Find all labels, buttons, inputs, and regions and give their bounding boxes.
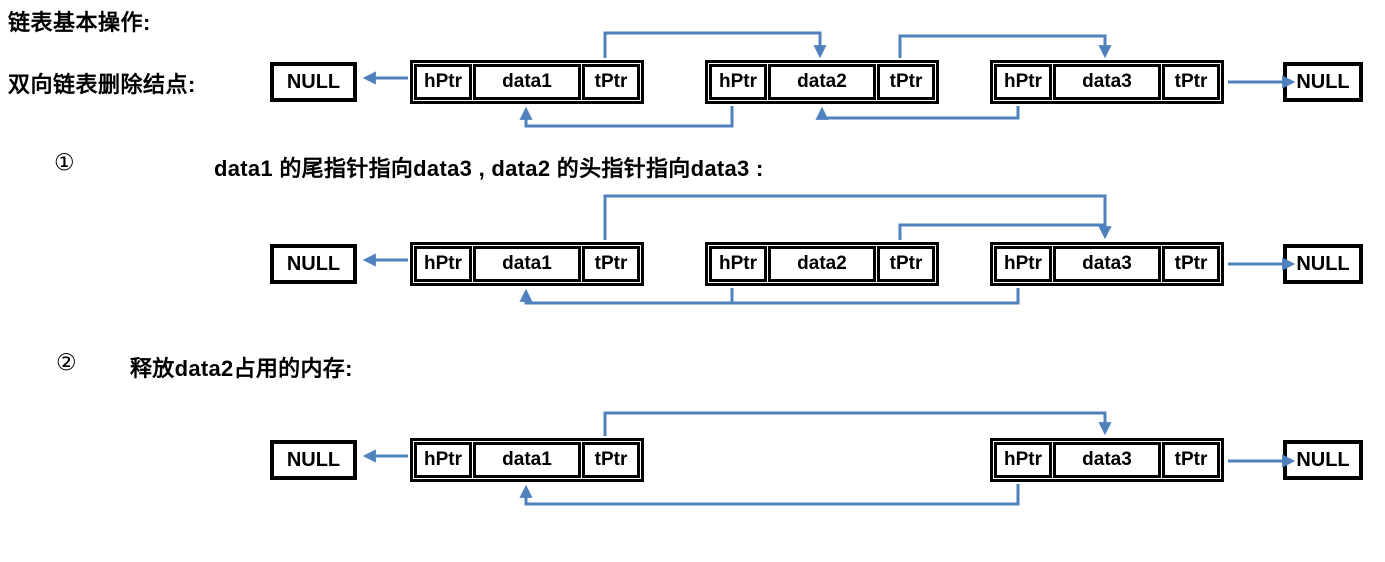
list-node-data3: hPtr data3 tPtr bbox=[990, 242, 1224, 286]
step-2-text: 释放data2占用的内存: bbox=[130, 356, 353, 381]
list-node-data1: hPtr data1 tPtr bbox=[410, 242, 644, 286]
null-box-left: NULL bbox=[270, 440, 357, 480]
arrow-r1-hptr2-to-data1 bbox=[519, 106, 734, 128]
node-cell-hptr: hPtr bbox=[709, 64, 767, 100]
arrow-r3-hptr3-to-data1 bbox=[519, 484, 1020, 506]
list-node-data1: hPtr data1 tPtr bbox=[410, 60, 644, 104]
arrow-r1-tptr1-to-data2 bbox=[603, 31, 827, 59]
page-title: 链表基本操作: bbox=[8, 10, 151, 35]
null-box-left: NULL bbox=[270, 244, 357, 284]
arrow-r2-tptr2-join-data3 bbox=[898, 223, 1104, 240]
node-cell-data: data1 bbox=[473, 442, 581, 478]
node-cell-tptr: tPtr bbox=[1162, 246, 1220, 282]
node-cell-data: data3 bbox=[1053, 442, 1161, 478]
node-cell-tptr: tPtr bbox=[1162, 64, 1220, 100]
node-cell-data: data1 bbox=[473, 64, 581, 100]
node-cell-hptr: hPtr bbox=[414, 442, 472, 478]
node-cell-tptr: tPtr bbox=[582, 442, 640, 478]
node-cell-data: data1 bbox=[473, 246, 581, 282]
node-cell-hptr: hPtr bbox=[994, 64, 1052, 100]
node-cell-data: data2 bbox=[768, 246, 876, 282]
node-cell-hptr: hPtr bbox=[414, 64, 472, 100]
list-node-data3: hPtr data3 tPtr bbox=[990, 60, 1224, 104]
node-cell-tptr: tPtr bbox=[582, 64, 640, 100]
node-cell-data: data3 bbox=[1053, 64, 1161, 100]
arrow-r2-tptr1-to-data3 bbox=[603, 194, 1112, 240]
arrow-r2-hptr3-to-data1 bbox=[519, 288, 1020, 305]
null-box-right: NULL bbox=[1283, 244, 1363, 284]
null-box-right: NULL bbox=[1283, 62, 1363, 102]
node-cell-hptr: hPtr bbox=[414, 246, 472, 282]
node-cell-tptr: tPtr bbox=[1162, 442, 1220, 478]
arrow-r1-hptr3-to-data2 bbox=[815, 106, 1020, 120]
node-cell-tptr: tPtr bbox=[582, 246, 640, 282]
page-subtitle: 双向链表删除结点: bbox=[8, 72, 196, 97]
node-cell-hptr: hPtr bbox=[994, 246, 1052, 282]
null-box-left: NULL bbox=[270, 62, 357, 102]
null-box-right: NULL bbox=[1283, 440, 1363, 480]
arrow-r3-tptr1-to-data3 bbox=[603, 411, 1112, 436]
step-1-number: ① bbox=[54, 149, 75, 175]
step-1-text: data1 的尾指针指向data3 , data2 的头指针指向data3 : bbox=[214, 156, 764, 181]
step-2-number: ② bbox=[56, 349, 77, 375]
node-cell-data: data3 bbox=[1053, 246, 1161, 282]
node-cell-data: data2 bbox=[768, 64, 876, 100]
list-node-data1: hPtr data1 tPtr bbox=[410, 438, 644, 482]
arrow-r1-tptr2-to-data3 bbox=[898, 34, 1112, 59]
list-node-data2: hPtr data2 tPtr bbox=[705, 60, 939, 104]
list-node-data2: hPtr data2 tPtr bbox=[705, 242, 939, 286]
list-node-data3: hPtr data3 tPtr bbox=[990, 438, 1224, 482]
node-cell-hptr: hPtr bbox=[994, 442, 1052, 478]
node-cell-tptr: tPtr bbox=[877, 64, 935, 100]
node-cell-tptr: tPtr bbox=[877, 246, 935, 282]
node-cell-hptr: hPtr bbox=[709, 246, 767, 282]
